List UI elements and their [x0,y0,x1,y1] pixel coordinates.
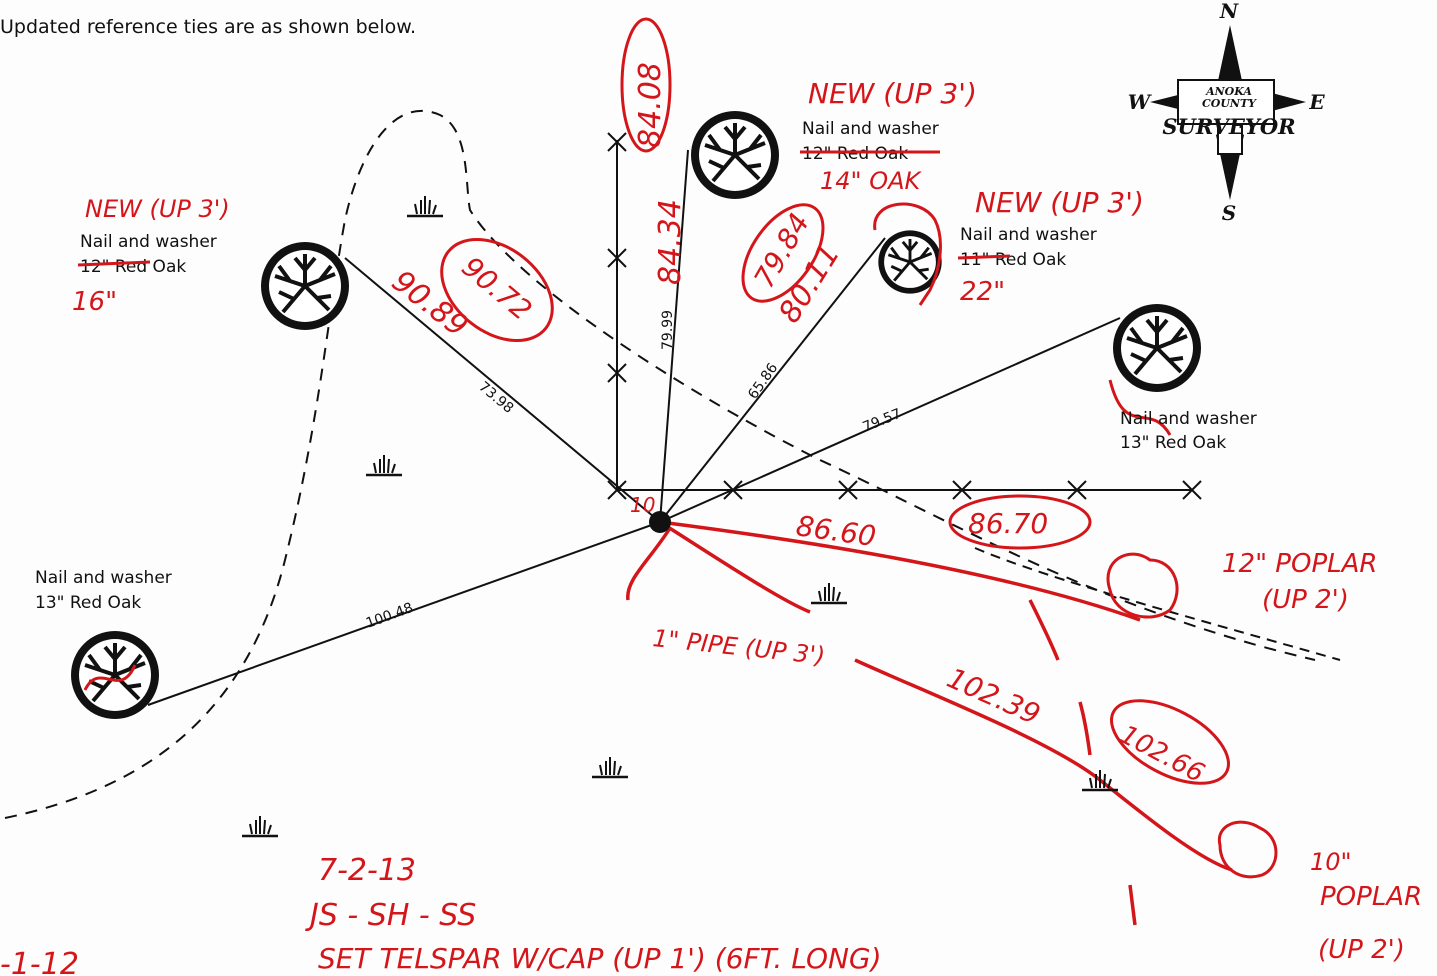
pipe-label: 1" PIPE (UP 3') [651,624,826,670]
marsh-icon [1080,768,1120,792]
top-dist-old: 79.99 [660,310,676,350]
p10-label2: POPLAR [1320,882,1422,912]
note-crew: JS - SH - SS [305,898,476,933]
tree-top [689,109,781,201]
top-label2: 12" Red Oak [802,144,908,164]
tree-lower-left [69,629,161,721]
field-tie-lines [626,520,1233,926]
ul-field-ellipse [440,237,554,343]
red-squiggles [83,379,1172,691]
ll-label2: 13" Red Oak [35,593,141,613]
note-date: 7-2-13 [318,853,416,888]
header-text: Updated reference ties are as shown belo… [0,16,416,38]
r-label2: 13" Red Oak [1120,433,1226,453]
top-new: NEW (UP 3') [808,77,977,110]
note-set: SET TELSPAR W/CAP (UP 1') (6FT. LONG) [318,942,882,975]
marsh-icon [405,194,445,218]
poplar-10-sketch [1217,820,1278,879]
logo-line2: COUNTY [1202,97,1257,110]
p12-dist-field: 86.70 [968,507,1048,540]
compass-s: S [1222,201,1236,225]
ur-label1: Nail and washer [960,225,1097,245]
ul-label1: Nail and washer [80,232,217,252]
compass-e: E [1308,90,1325,114]
p10-dist-field: 102.66 [1115,720,1209,789]
p12-field-ellipse [948,494,1092,550]
p12-dist-new: 86.60 [794,509,878,553]
compass-w: W [1128,90,1153,114]
top-dist-new: 84.34 [653,199,688,285]
upper-right-circle [873,202,942,306]
boundary-dashed-line [4,109,1316,819]
pipe-monument [649,511,671,533]
top-field-ellipse [620,17,672,153]
top-correction: 14" OAK [820,167,923,195]
marsh-icon [240,814,280,838]
tree-upper-left [259,240,351,332]
p10-label1: 10" [1310,848,1352,876]
tie-lines [147,149,1121,706]
ul-correction: 16" [72,287,117,317]
top-dist-field: 84.08 [633,62,668,148]
ul-strike [77,260,151,267]
ul-new: NEW (UP 3') [85,195,230,223]
p10-field-ellipse [1110,699,1230,785]
compass-n: N [1219,0,1239,23]
hedge-line [974,547,1341,661]
pipe-mark: 10 [630,493,655,517]
ur-label2: 11" Red Oak [960,250,1066,270]
r-label1: Nail and washer [1120,409,1257,429]
ur-field-ellipse [741,203,825,303]
note-corner: -1-12 [0,947,79,976]
ul-label2: 12" Red Oak [80,257,186,277]
ur-new: NEW (UP 3') [975,186,1144,219]
ll-dist-old: 100.48 [364,600,416,632]
compass-rose: N S E W ANOKA COUNTY SURVEYOR [1128,0,1326,225]
poplar-12-sketch [1106,552,1179,619]
marsh-icon [809,581,849,605]
logo-line1: ANOKA [1205,85,1252,98]
marsh-icon [364,453,404,477]
r-dist-old: 79.57 [861,406,904,436]
ll-label1: Nail and washer [35,568,172,588]
marsh-icon [590,755,630,779]
p12-label2: (UP 2') [1262,585,1349,615]
logo-line3: SURVEYOR [1162,114,1295,139]
p12-label1: 12" POPLAR [1222,549,1377,579]
tree-right [1111,302,1203,394]
ur-strike [957,254,1011,260]
ur-correction: 22" [960,277,1005,307]
p10-label3: (UP 2') [1318,935,1405,965]
ur-dist-old: 65.86 [745,360,781,402]
top-label1: Nail and washer [802,119,939,139]
